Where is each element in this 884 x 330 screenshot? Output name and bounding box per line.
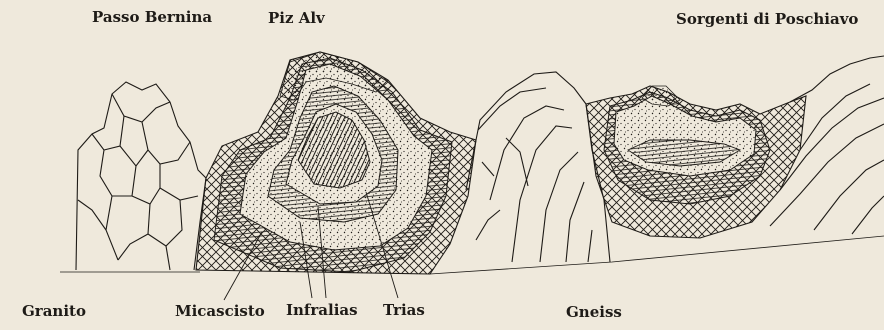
label-granito: Granito (22, 302, 86, 320)
label-passo-bernina: Passo Bernina (92, 8, 212, 26)
piz-alv-syncline (196, 52, 476, 274)
gneiss-mass (466, 72, 610, 262)
label-gneiss: Gneiss (566, 303, 622, 321)
label-piz-alv: Piz Alv (268, 9, 325, 27)
granito-mass (76, 82, 206, 270)
label-sorgenti-di-poschiavo: Sorgenti di Poschiavo (676, 10, 858, 28)
poschiavo-syncline (586, 86, 806, 238)
ground-line (60, 236, 884, 274)
label-infralias: Infralias (286, 301, 358, 319)
label-micascisto: Micascisto (175, 302, 265, 320)
label-trias: Trias (383, 301, 425, 319)
